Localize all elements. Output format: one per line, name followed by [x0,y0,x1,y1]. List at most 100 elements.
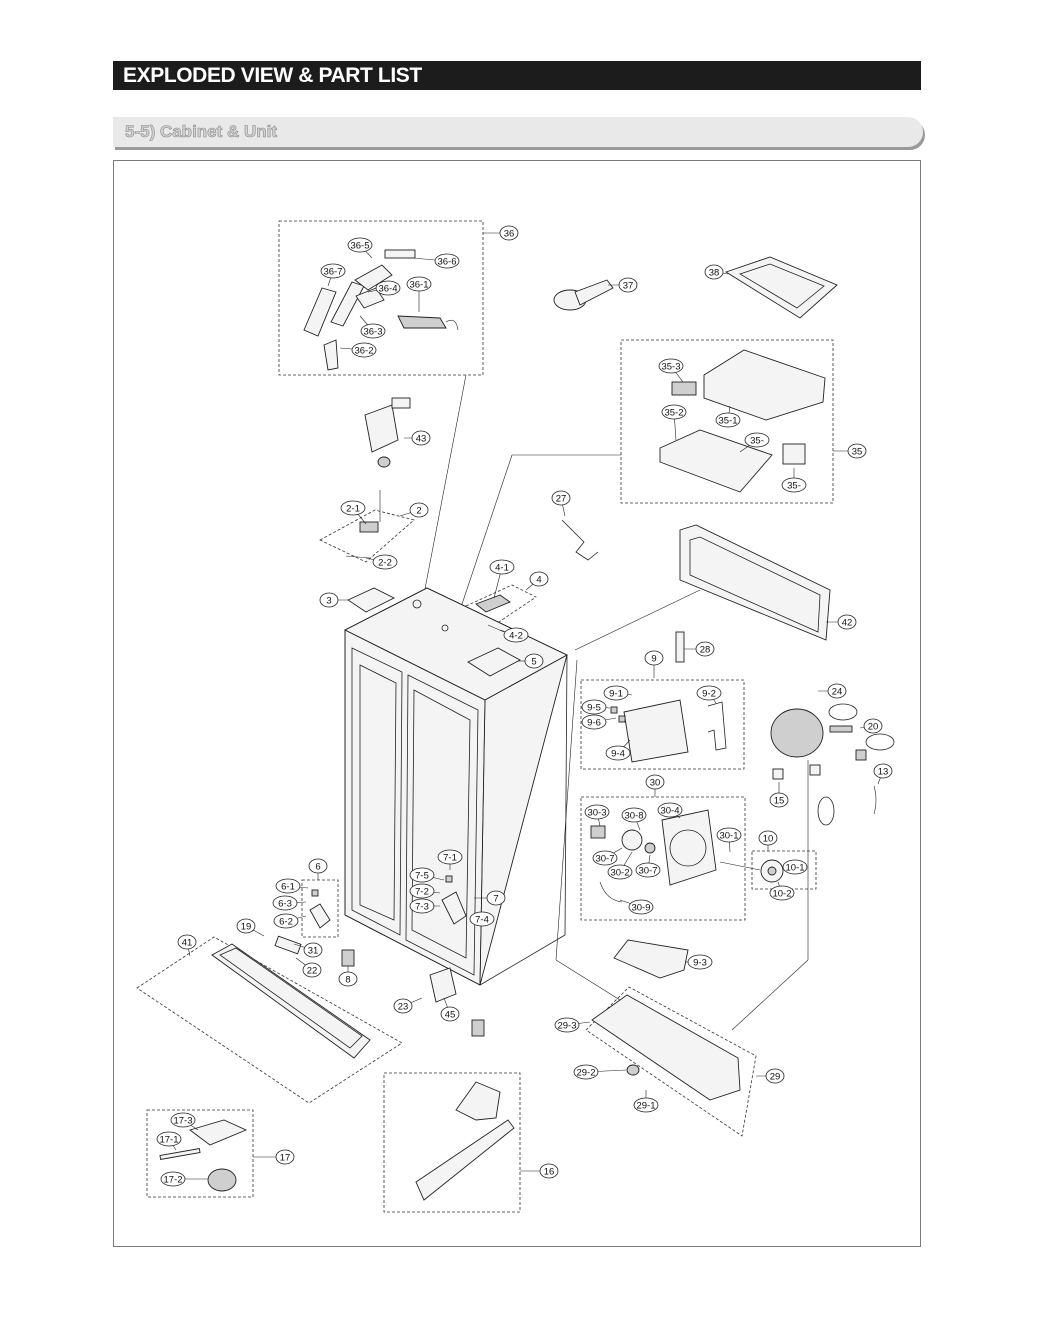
callout-bubble [302,962,322,978]
part-2-sensor [345,490,381,559]
callout-label: 43 [416,433,427,444]
callout-36: 36 [483,225,519,241]
part-20-compressor [770,703,895,826]
callout-bubble [170,1112,196,1128]
callout-31: 31 [293,942,323,958]
callout-label: 35-3 [661,361,680,372]
callout-label: 6-2 [279,916,293,927]
callout-7-1: 7-1 [437,849,463,870]
callout-label: 36-3 [363,326,382,337]
callout-label: 10-1 [785,862,804,873]
callout-22: 22 [295,957,322,978]
callout-2-1: 2-1 [340,500,367,525]
part-5-hinge [467,647,521,677]
callout-bubble [351,342,377,358]
callout-30-8: 30-8 [621,807,647,831]
callout-15: 15 [769,782,789,808]
callout-label: 7-5 [415,870,429,881]
callout-9: 9 [644,650,664,678]
callout-bubble [437,849,463,865]
callout-bubble [584,804,610,820]
callout-7-2: 7-2 [409,883,441,899]
callout-35b: 35- [781,468,807,493]
part-28-pipe [675,631,685,663]
callout-24: 24 [818,683,847,699]
callout-label: 36-2 [354,345,373,356]
callout-4: 4 [525,571,549,591]
part-38-cover-plate [724,256,838,319]
callout-label: 30-4 [660,805,679,816]
callout-label: 9-2 [702,688,716,699]
title-bar: EXPLODED VIEW & PART LIST [113,61,921,90]
callout-bubble [715,412,741,428]
callout-label: 4 [536,574,541,585]
callout-5: 5 [518,653,544,669]
callout-9-6: 9-6 [581,714,617,730]
callout-bubble [275,1149,295,1165]
callout-label: 9-3 [693,957,707,968]
callout-label: 6-3 [278,898,292,909]
callout-bubble [592,850,618,866]
callout-35a: 35- [739,432,770,453]
callout-10-2: 10-2 [769,881,795,901]
callout-label: 36 [504,228,515,239]
callout-30-9: 30-9 [619,899,654,915]
callout-35-1: 35-1 [715,405,741,428]
callout-bubble [704,264,724,280]
callout-label: 37 [623,280,634,291]
callout-bubble [782,859,808,875]
callout-bubble [393,998,413,1014]
callout-label: 7-2 [415,886,429,897]
callout-label: 36-5 [350,240,369,251]
callout-label: 35-1 [718,415,737,426]
callout-label: 3 [326,595,331,606]
page-title: EXPLODED VIEW & PART LIST [123,64,422,87]
callout-38: 38 [704,264,729,280]
callout-6: 6 [308,858,328,880]
callout-27: 27 [551,490,571,517]
part-31-water-fitting [274,935,302,955]
callout-bubble [827,683,847,699]
callout-bubble [320,263,346,279]
callout-30-3: 30-3 [584,804,610,827]
callout-label: 17-2 [163,1174,182,1185]
callout-label: 24 [832,686,843,697]
callout-42: 42 [826,614,857,630]
part-17-hinge-assembly [159,1119,248,1192]
callout-bubble [409,883,435,899]
group-box-10 [751,850,817,890]
callout-6-1: 6-1 [275,878,309,894]
callout-2-2: 2-2 [365,554,398,570]
part-37-ice-arm [553,279,614,311]
callout-label: 2-2 [378,557,392,568]
callout-bubble [633,1097,659,1113]
callout-label: 4-2 [509,630,523,641]
callout-8: 8 [338,966,358,987]
callout-36-2: 36-2 [339,342,377,358]
callout-bubble [273,913,299,929]
part-7-door-stop [441,875,467,925]
callout-bubble [635,862,661,878]
group-box-9 [580,679,745,770]
part-10-fan-motor [760,859,784,883]
callout-label: 23 [398,1001,409,1012]
callout-label: 2-1 [346,503,360,514]
callout-bubble [765,1068,785,1084]
callout-bubble [177,934,197,950]
callout-bubble [607,864,633,880]
callout-label: 36-4 [378,283,397,294]
callout-bubble [758,830,778,846]
group-box-4 [465,584,537,629]
callout-label: 15 [774,795,785,806]
callout-label: 17-3 [173,1115,192,1126]
section-title: 5-5) Cabinet & Unit [125,122,278,142]
callout-bubble [551,490,571,506]
callout-30-2: 30-2 [607,851,633,880]
callout-bubble [499,225,519,241]
callout-29: 29 [756,1068,785,1084]
part-41-kickplate [211,943,371,1059]
callout-bubble [581,699,607,715]
part-29-base-plate [591,994,741,1101]
callout-20: 20 [859,718,883,734]
